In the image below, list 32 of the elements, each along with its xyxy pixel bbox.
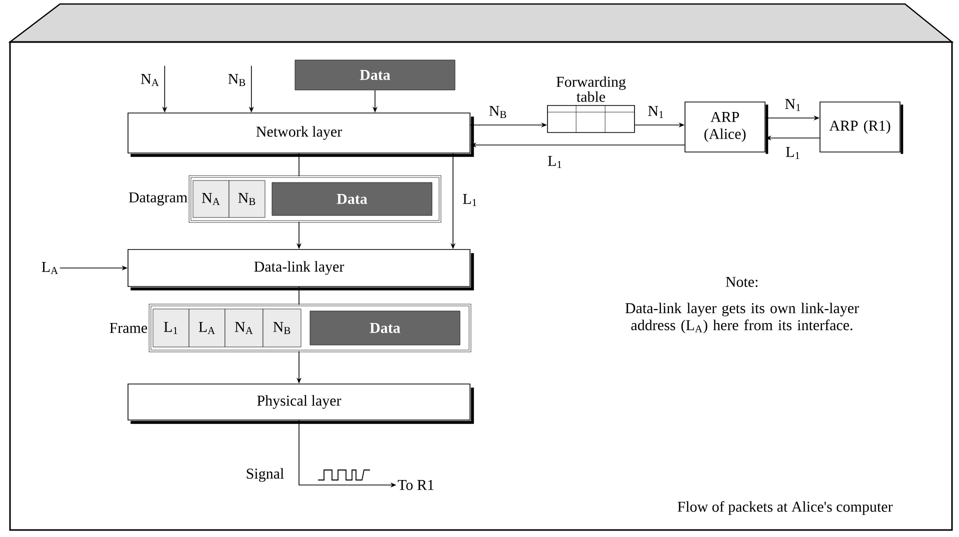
caption: Flow of packets at Alice's computer bbox=[678, 501, 893, 515]
arp-box: ARP (R1) bbox=[820, 102, 904, 154]
edge-label: N$_{1}$ bbox=[784, 98, 802, 112]
data-block: Data bbox=[272, 182, 432, 216]
signal-label: Signal bbox=[246, 468, 284, 482]
node-label: Forwarding table bbox=[556, 76, 626, 102]
layer-box: Network layer bbox=[128, 112, 474, 157]
forwarding-table: Forwarding table bbox=[546, 76, 636, 134]
edge-label: N$_{1}$ bbox=[646, 105, 666, 119]
edge-label: L$_{1}$ bbox=[546, 155, 564, 169]
header-cell: N$_{A}$ bbox=[192, 180, 230, 218]
edge-label: N$_{B}$ bbox=[488, 105, 508, 119]
node-label: Datagram bbox=[128, 192, 188, 206]
header-cell: N$_{B}$ bbox=[262, 308, 302, 348]
edge-label: L$_{1}$ bbox=[462, 193, 478, 207]
header-cell: N$_{B}$ bbox=[228, 180, 266, 218]
address-label: N$_{B}$ bbox=[228, 74, 246, 86]
arp-box: ARP (Alice) bbox=[684, 102, 768, 154]
node-label: Frame bbox=[110, 323, 148, 333]
note-heading: Note: bbox=[726, 276, 758, 288]
header-cell: L$_{1}$ bbox=[152, 308, 190, 348]
data-block: Data bbox=[294, 60, 456, 90]
edge-label: L$_{1}$ bbox=[784, 146, 802, 160]
layer-box: Data-link layer bbox=[128, 249, 474, 290]
address-label: N$_{A}$ bbox=[141, 74, 159, 86]
address-label: To R1 bbox=[398, 480, 434, 490]
note-text: Data-link layer gets its own link-layer address (L$_{A}$) here from its interface. bbox=[625, 302, 859, 334]
layer-box: Physical layer bbox=[128, 384, 474, 424]
header-cell: N$_{A}$ bbox=[224, 308, 264, 348]
data-block: Data bbox=[310, 310, 460, 346]
header-cell: L$_{A}$ bbox=[188, 308, 226, 348]
address-label: L$_{A}$ bbox=[42, 262, 58, 274]
